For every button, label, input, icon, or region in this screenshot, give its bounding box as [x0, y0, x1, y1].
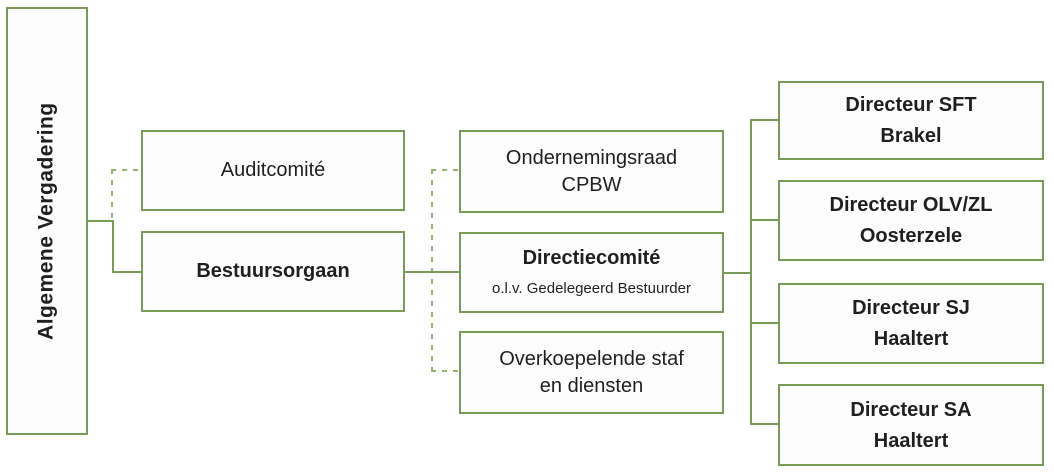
- node-label-line1: Directeur SFT: [845, 94, 977, 116]
- node-label: Directiecomité: [522, 247, 661, 270]
- connector-to-directeur-sft: [750, 119, 779, 121]
- node-label-line1: Directeur OLV/ZL: [829, 194, 993, 216]
- node-auditcomite: Auditcomité: [141, 130, 405, 211]
- node-label: Algemene Vergadering: [34, 102, 58, 340]
- connector-dashed-middle-vertical: [431, 169, 433, 372]
- connector-directors-trunk: [750, 119, 752, 425]
- node-label-line1: Ondernemingsraad: [505, 146, 678, 169]
- node-label-line2: Oosterzele: [859, 225, 963, 247]
- node-ondernemingsraad-cpbw: Ondernemingsraad CPBW: [459, 130, 724, 213]
- node-directeur-sft-brakel: Directeur SFT Brakel: [778, 81, 1044, 160]
- connector-av-out: [87, 220, 114, 222]
- connector-dashed-av-audit-horizontal: [111, 169, 143, 171]
- node-label-line1: Directeur SJ: [852, 297, 970, 319]
- node-label-line2: Haaltert: [873, 429, 949, 452]
- node-label: Bestuursorgaan: [196, 260, 350, 282]
- connector-to-directeur-sa: [750, 423, 779, 425]
- node-directeur-sa-haaltert: Directeur SA Haaltert: [778, 384, 1044, 466]
- node-directeur-sj-haaltert: Directeur SJ Haaltert: [778, 283, 1044, 364]
- node-label: Auditcomité: [220, 159, 326, 181]
- connector-dashed-to-ondernemingsraad: [431, 169, 461, 171]
- node-label-line2: Haaltert: [873, 328, 949, 350]
- connector-directiecomite-trunk: [723, 272, 752, 274]
- node-label-line2: en diensten: [539, 374, 644, 397]
- node-label-line1: Overkoepelende staf: [499, 347, 684, 370]
- connector-dashed-av-audit-vertical: [111, 169, 113, 222]
- connector-dashed-to-overkoepelende-staf: [431, 370, 461, 372]
- node-bestuursorgaan: Bestuursorgaan: [141, 231, 405, 312]
- node-overkoepelende-staf: Overkoepelende staf en diensten: [459, 331, 724, 414]
- connector-to-directeur-sj: [750, 322, 779, 324]
- node-directiecomite: Directiecomité o.l.v. Gedelegeerd Bestuu…: [459, 232, 724, 313]
- node-label-line2: Brakel: [880, 125, 942, 147]
- node-label-line2: CPBW: [561, 173, 622, 196]
- node-label-line1: Directeur SA: [850, 398, 972, 421]
- connector-to-bestuursorgaan: [112, 271, 143, 273]
- node-algemene-vergadering: Algemene Vergadering: [6, 7, 88, 435]
- node-subtitle: o.l.v. Gedelegeerd Bestuurder: [491, 280, 691, 298]
- connector-to-directeur-olv-zl: [750, 219, 779, 221]
- node-directeur-olv-zl-oosterzele: Directeur OLV/ZL Oosterzele: [778, 180, 1044, 261]
- connector-bestuursorgaan-directiecomite: [404, 271, 461, 273]
- connector-av-bestuursorgaan-vertical: [112, 220, 114, 273]
